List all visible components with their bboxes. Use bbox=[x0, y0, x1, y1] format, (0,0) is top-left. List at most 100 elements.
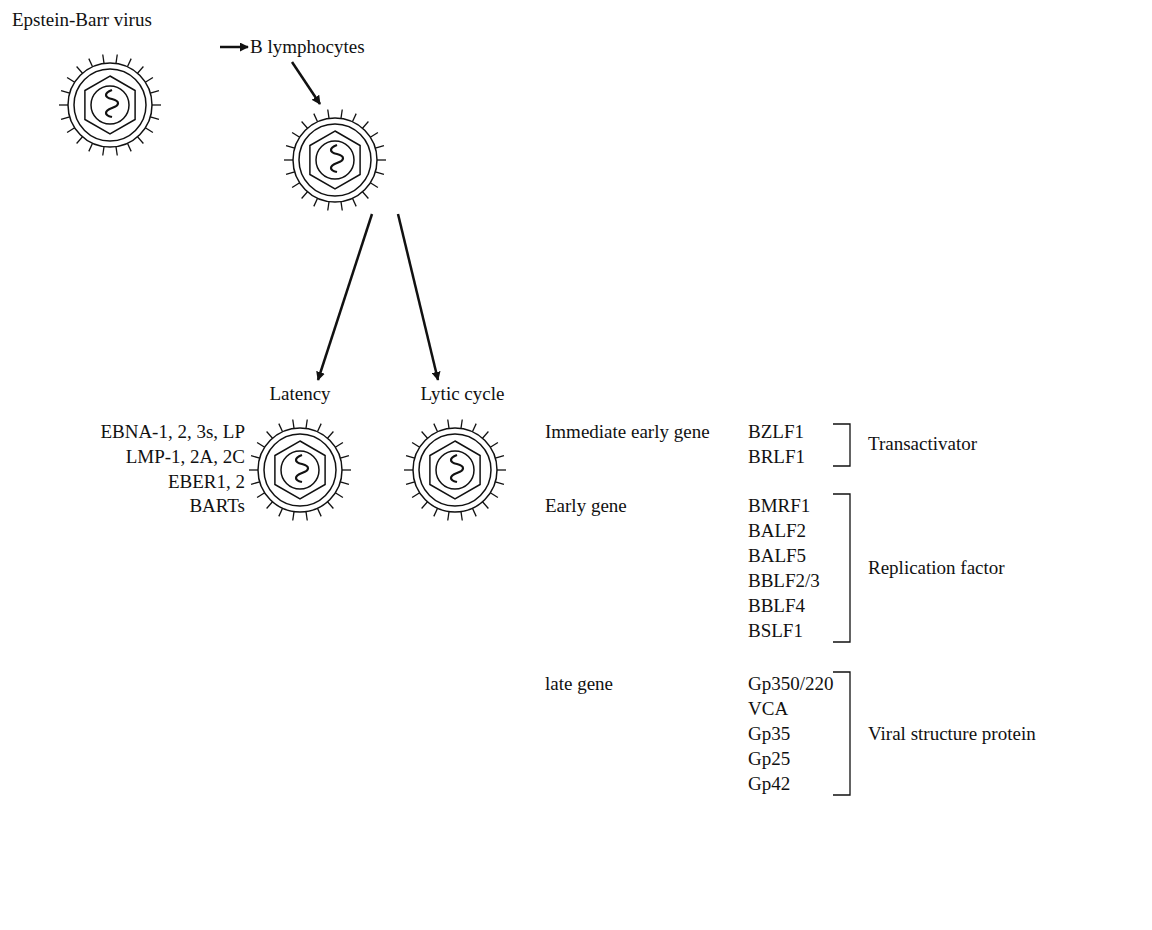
spike bbox=[306, 420, 307, 429]
spike bbox=[138, 66, 144, 73]
spike bbox=[461, 420, 462, 429]
spike bbox=[340, 456, 349, 459]
spike bbox=[89, 143, 93, 151]
spike bbox=[434, 508, 438, 516]
spike bbox=[448, 512, 449, 521]
envelope bbox=[293, 118, 377, 202]
latency-gene: EBER1, 2 bbox=[168, 471, 245, 493]
genome bbox=[296, 455, 308, 482]
spike bbox=[127, 59, 131, 67]
spike bbox=[116, 55, 117, 64]
spike bbox=[434, 424, 438, 432]
virus-icon bbox=[249, 420, 351, 521]
spike bbox=[89, 59, 93, 67]
spike bbox=[340, 482, 349, 485]
spike bbox=[145, 77, 153, 82]
bracket bbox=[833, 672, 850, 795]
spike bbox=[145, 128, 153, 133]
capsid bbox=[85, 76, 135, 134]
arrow-connector bbox=[398, 214, 438, 380]
spike bbox=[152, 104, 161, 105]
tegument bbox=[299, 124, 371, 196]
spike bbox=[406, 482, 415, 485]
virus-node: Lytic cycle bbox=[400, 380, 525, 525]
spike bbox=[286, 146, 295, 149]
spike bbox=[497, 469, 506, 470]
gene-label: BMRF1 bbox=[748, 495, 810, 517]
gene-label: BZLF1 bbox=[748, 421, 804, 443]
node-label: Latency bbox=[245, 383, 355, 405]
spike bbox=[67, 128, 75, 133]
gene-label: BSLF1 bbox=[748, 620, 803, 642]
spike bbox=[412, 442, 420, 447]
spike bbox=[483, 431, 489, 438]
spike bbox=[483, 502, 489, 509]
envelope bbox=[413, 428, 497, 512]
spike bbox=[461, 512, 462, 521]
spike bbox=[342, 469, 351, 470]
virus-icon bbox=[284, 110, 386, 211]
spike bbox=[77, 137, 83, 144]
spike bbox=[293, 512, 294, 521]
spike bbox=[286, 172, 295, 175]
spike bbox=[302, 192, 308, 199]
capsid bbox=[430, 441, 480, 499]
spike bbox=[363, 121, 369, 128]
gene-label: Gp25 bbox=[748, 748, 790, 770]
bracket bbox=[833, 494, 850, 642]
spike bbox=[328, 202, 329, 211]
node-label: Lytic cycle bbox=[400, 383, 525, 405]
spike bbox=[249, 469, 258, 470]
spike bbox=[422, 502, 428, 509]
spike bbox=[279, 424, 283, 432]
spike bbox=[412, 493, 420, 498]
spike bbox=[490, 442, 498, 447]
gene-label: Gp350/220 bbox=[748, 673, 834, 695]
spike bbox=[317, 424, 321, 432]
gene-label: Gp35 bbox=[748, 723, 790, 745]
spike bbox=[67, 77, 75, 82]
gene-label: BRLF1 bbox=[748, 446, 805, 468]
gene-label: Early gene bbox=[545, 495, 627, 517]
spike bbox=[257, 493, 265, 498]
spike bbox=[103, 55, 104, 64]
spike bbox=[328, 502, 334, 509]
virus-icon bbox=[404, 420, 506, 521]
arrow-connector bbox=[220, 46, 248, 49]
latency-gene: LMP-1, 2A, 2C bbox=[126, 446, 245, 468]
tegument bbox=[264, 434, 336, 506]
spike bbox=[370, 132, 378, 137]
envelope bbox=[68, 63, 152, 147]
arrow-connector bbox=[318, 214, 372, 380]
spike bbox=[472, 424, 476, 432]
latency-gene: BARTs bbox=[189, 495, 245, 517]
spike bbox=[370, 183, 378, 188]
spike bbox=[61, 117, 70, 120]
spike bbox=[335, 442, 343, 447]
gene-label: BBLF2/3 bbox=[748, 570, 820, 592]
spike bbox=[495, 456, 504, 459]
gene-label: BBLF4 bbox=[748, 595, 805, 617]
spike bbox=[341, 202, 342, 211]
spike bbox=[335, 493, 343, 498]
spike bbox=[352, 114, 356, 122]
gene-label: Transactivator bbox=[868, 433, 977, 455]
spike bbox=[61, 91, 70, 94]
core bbox=[436, 451, 474, 489]
spike bbox=[422, 431, 428, 438]
spike bbox=[341, 110, 342, 119]
core bbox=[281, 451, 319, 489]
virus-icons bbox=[59, 55, 506, 521]
spike bbox=[251, 456, 260, 459]
spike bbox=[352, 198, 356, 206]
virus-node: Epstein-Barr virus bbox=[10, 6, 220, 164]
spike bbox=[302, 121, 308, 128]
envelope bbox=[258, 428, 342, 512]
spike bbox=[406, 456, 415, 459]
spike bbox=[377, 159, 386, 160]
tegument bbox=[419, 434, 491, 506]
gene-label: Viral structure protein bbox=[868, 723, 1036, 745]
spike bbox=[77, 66, 83, 73]
spike bbox=[267, 431, 273, 438]
spike bbox=[116, 147, 117, 156]
